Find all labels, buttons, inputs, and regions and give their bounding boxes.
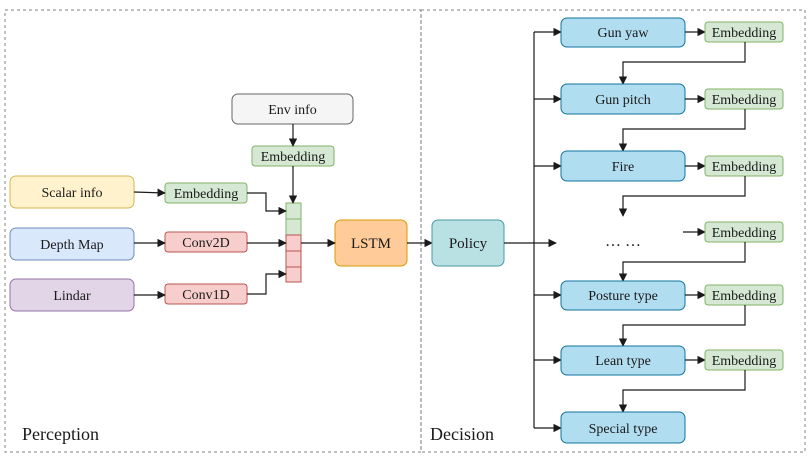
wire-fire-embedding-to-ellipsis [618,176,746,217]
decision-region-label: Decision [430,424,494,444]
concat-cell-3 [285,234,302,252]
gun-pitch-label: Gun pitch [595,93,651,108]
concat-cell-2 [285,218,302,236]
env-info-label: Env info [268,103,317,118]
scalar-embedding-label: Embedding [174,187,239,202]
ellipsis-embedding-label: Embedding [712,226,777,241]
conv1d-label: Conv1D [182,288,229,303]
special-type-label: Special type [589,422,658,437]
ellipsis-label: … … [605,233,641,250]
wire-scalar-embedding-to-concat [247,192,287,216]
posture-type-embedding-label: Embedding [712,289,777,304]
wire-conv1d-to-concat [247,269,287,295]
lidar-label: Lindar [53,289,91,304]
lean-type-label: Lean type [595,354,651,369]
depth-map-label: Depth Map [40,238,103,253]
concat-cell-4 [285,250,302,268]
perception-region-label: Perception [22,424,99,444]
decision-region-frame [420,9,806,453]
gun-yaw-embedding-label: Embedding [712,26,777,41]
wire-gun-yaw-embedding-to-gun-pitch [618,42,746,85]
ellipsis-embedding-node [704,221,784,243]
posture-type-label: Posture type [588,289,658,304]
wire-lean-embedding-to-special [618,370,746,413]
concat-stack [285,202,302,283]
lean-type-embedding-node [704,349,784,371]
special-type-node [560,411,686,444]
conv2d-label: Conv2D [182,236,229,251]
concat-cell-1 [285,202,302,220]
fire-embedding-label: Embedding [712,160,777,175]
scalar-info-label: Scalar info [41,186,102,201]
depth-map-node [9,227,135,261]
lean-type-embedding-label: Embedding [712,354,777,369]
env-embedding-label: Embedding [261,150,326,165]
policy-label: Policy [449,236,488,252]
concat-cell-5 [285,266,302,283]
posture-type-embedding-node [704,284,784,306]
gun-pitch-embedding-label: Embedding [712,93,777,108]
fire-label: Fire [612,160,635,175]
wire-posture-embedding-to-lean [618,305,746,347]
wire-scalar-to-embedding [133,188,166,197]
fire-embedding-node [704,155,784,177]
lstm-label: LSTM [351,236,391,252]
gun-yaw-label: Gun yaw [598,26,650,41]
gun-yaw-embedding-node [704,21,784,43]
gun-pitch-embedding-node [704,88,784,110]
wire-gun-pitch-embedding-to-fire [618,109,746,152]
wire-ellipsis-embedding-to-posture [618,242,746,282]
